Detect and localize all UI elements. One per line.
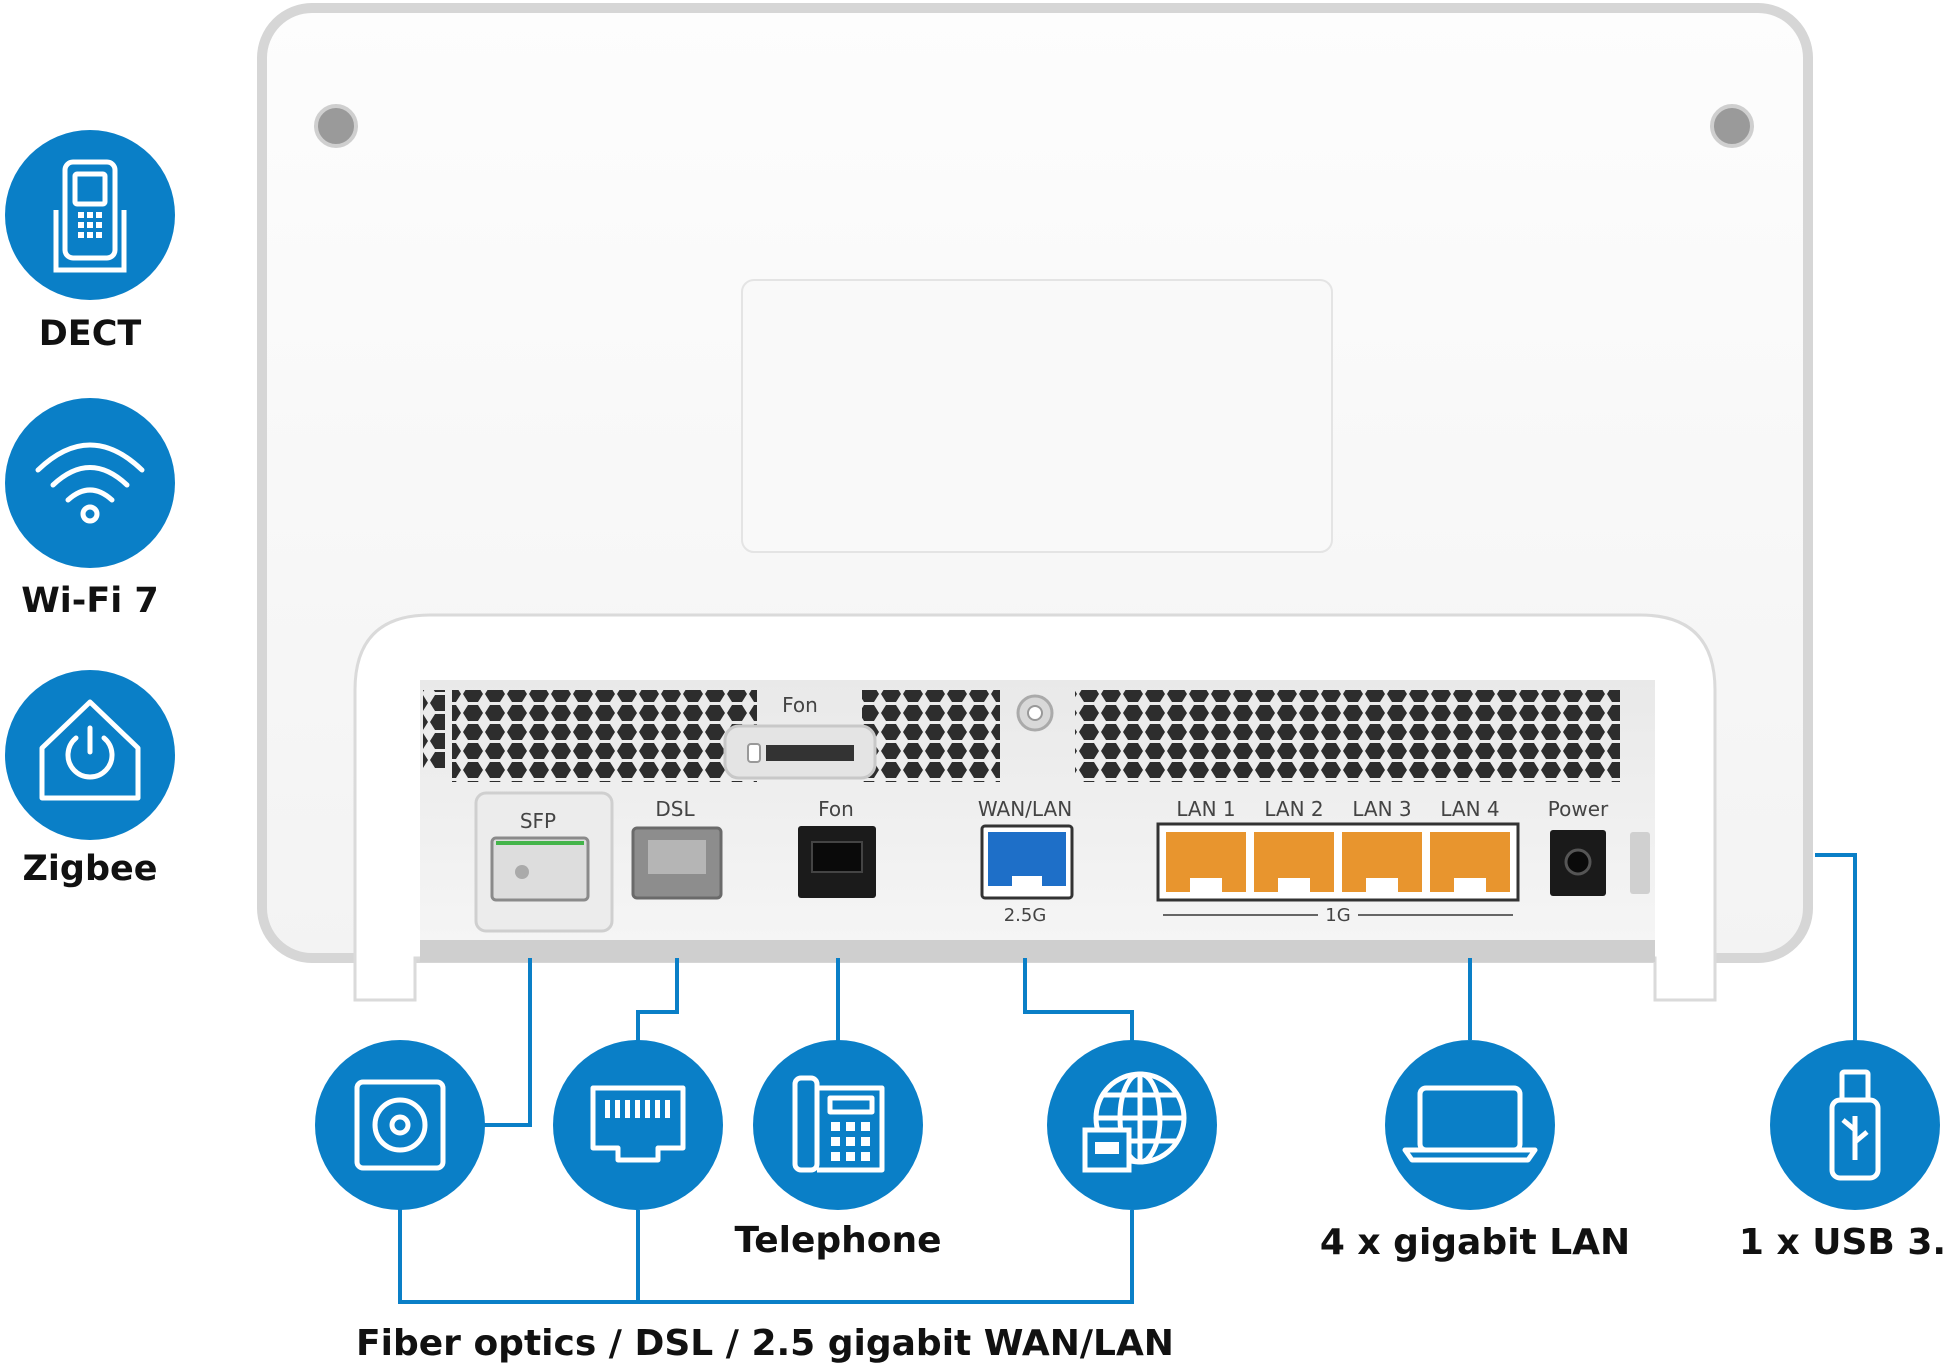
laptop-icon: [1402, 1085, 1538, 1163]
lan4-label: LAN 4: [1440, 797, 1499, 821]
telephone-feature: Telephone: [734, 1040, 942, 1261]
usb-stick-icon: [1829, 1069, 1881, 1181]
globe-network-icon: [1093, 1071, 1187, 1165]
zigbee-feature: Zigbee: [5, 670, 175, 889]
power-port-pin: [1564, 848, 1592, 876]
usb-port[interactable]: [1630, 832, 1650, 894]
sfp-label: SFP: [520, 809, 556, 833]
telephone-keypad: [831, 1122, 870, 1161]
lan-port-4-latch: [1454, 878, 1486, 892]
wifi-feature: Wi-Fi 7: [5, 398, 175, 621]
wifi-badge: [5, 398, 175, 568]
lan1-label: LAN 1: [1176, 797, 1235, 821]
wan-lan-port-latch: [1012, 876, 1042, 886]
lan3-label: LAN 3: [1352, 797, 1411, 821]
smart-home-icon: [39, 699, 141, 801]
lan-caption: 4 x gigabit LAN: [1320, 1222, 1630, 1263]
ethernet-pins: [605, 1100, 670, 1118]
dect-label: DECT: [39, 314, 142, 354]
globe-port-overlay-inner: [1095, 1142, 1119, 1154]
lan-port-2-latch: [1278, 878, 1310, 892]
top-fon-label: Fon: [782, 693, 818, 717]
panel-shadow: [420, 940, 1655, 962]
dsl-port-inner: [648, 840, 706, 874]
connector-lines: [398, 853, 1857, 1304]
lan-port-1-latch: [1190, 878, 1222, 892]
lan2-label: LAN 2: [1264, 797, 1323, 821]
top-fon-contacts: [766, 745, 854, 761]
wifi-icon: [35, 442, 145, 524]
lan-feature: 4 x gigabit LAN: [1320, 1040, 1630, 1263]
fiber-feature: [315, 1040, 485, 1210]
wan-speed-label: 2.5G: [1004, 905, 1047, 926]
sfp-module: [490, 836, 590, 902]
line-dsl: [636, 958, 679, 1045]
dect-feature: DECT: [5, 130, 175, 354]
vent-side-left: [423, 690, 445, 770]
lan-port-3-latch: [1366, 878, 1398, 892]
reset-button-center: [1027, 705, 1043, 721]
wan-group-caption: Fiber optics / DSL / 2.5 gigabit WAN/LAN: [356, 1323, 1174, 1363]
dect-keypad: [78, 212, 102, 238]
fon-port-inner: [811, 841, 863, 873]
wan-lan-label: WAN/LAN: [978, 797, 1072, 821]
power-label: Power: [1548, 797, 1609, 821]
router-device: Fon SFP DSL Fon WAN/LAN 2.5G: [257, 3, 1813, 1002]
line-wan-group: [398, 1190, 1134, 1304]
zigbee-label: Zigbee: [23, 849, 158, 889]
usb-feature: 1 x USB 3.1: [1739, 1040, 1947, 1263]
vent-middle: [862, 690, 1000, 782]
lan-badge: [1385, 1040, 1555, 1210]
wan-feature: [1047, 1040, 1217, 1210]
dect-phone-icon: [53, 159, 127, 273]
vent-right: [1075, 690, 1620, 782]
line-usb: [1815, 853, 1857, 1042]
screw-right: [1710, 104, 1754, 148]
ethernet-badge: [553, 1040, 723, 1210]
sfp-screw: [515, 865, 529, 879]
telephone-icon: [792, 1075, 885, 1173]
dsl-label: DSL: [655, 797, 695, 821]
top-fon-latch: [747, 743, 761, 763]
wifi-label: Wi-Fi 7: [21, 581, 159, 621]
line-wan: [1023, 958, 1134, 1045]
telephone-caption: Telephone: [734, 1220, 941, 1261]
screw-left: [314, 104, 358, 148]
fiber-badge: [315, 1040, 485, 1210]
fiber-optic-icon: [354, 1079, 446, 1171]
usb-caption: 1 x USB 3.1: [1739, 1222, 1947, 1263]
wan-badge: [1047, 1040, 1217, 1210]
bottom-features: Telephone 4 x gigabit LAN: [315, 1040, 1947, 1263]
label-plate: [741, 279, 1333, 553]
ethernet-feature: [553, 1040, 723, 1210]
lan-ports: [1166, 832, 1510, 892]
lan-speed-label: 1G: [1325, 905, 1350, 926]
side-features: DECT Wi-Fi 7 Zigbee: [5, 130, 175, 889]
ethernet-port-icon: [590, 1085, 686, 1163]
line-sfp: [480, 958, 532, 1127]
zigbee-badge: [5, 670, 175, 840]
vent-left: [452, 690, 757, 782]
fon-label: Fon: [818, 797, 854, 821]
